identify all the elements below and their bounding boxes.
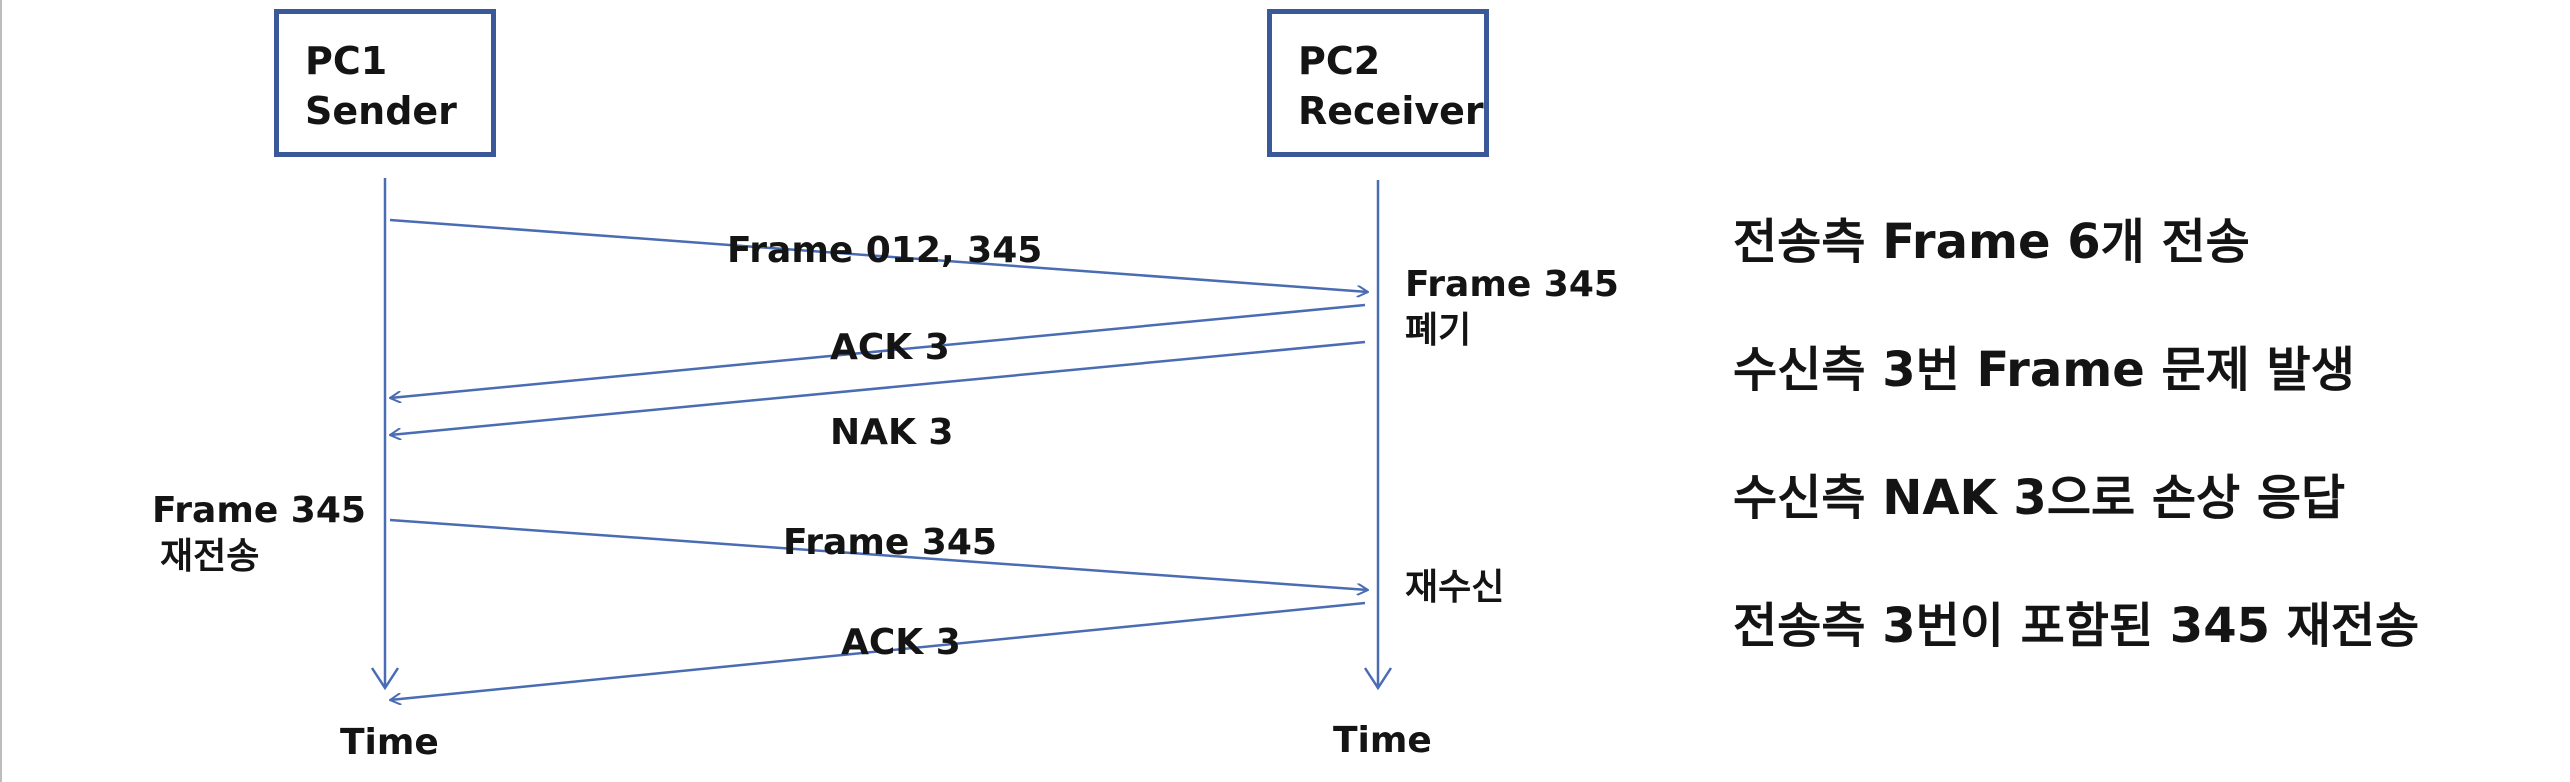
sender-resend-line2: 재전송 (160, 536, 260, 577)
pc2-role: Receiver (1298, 89, 1484, 133)
step-item: 전송측 3번이 포함된 345 재전송 (1733, 598, 2420, 654)
receiver-discard-note: Frame 345 폐기 (1405, 262, 1619, 354)
receiver-discard-line1: Frame 345 (1405, 264, 1619, 305)
message-arrow-ack-3 (390, 303, 1366, 398)
step-item: 수신측 3번 Frame 문제 발생 (1733, 342, 2355, 398)
step-list: 전송측 Frame 6개 전송 수신측 3번 Frame 문제 발생 수신측 N… (1733, 210, 2419, 722)
sender-resend-line1: Frame 345 (152, 490, 366, 531)
message-arrow-frame-345 (389, 518, 1368, 590)
step-item: 전송측 Frame 6개 전송 (1733, 214, 2250, 270)
step-item: 수신측 NAK 3으로 손상 응답 (1733, 470, 2346, 526)
pc1-timeline-arrow-icon (370, 667, 400, 691)
message-arrow-frame-012-345 (389, 218, 1368, 292)
receiver-discard-line2: 폐기 (1405, 310, 1472, 351)
message-arrow-nak-3 (390, 340, 1366, 435)
message-label-ack-3: ACK 3 (830, 327, 950, 368)
message-arrow-ack-3-final (390, 601, 1366, 700)
pc1-role: Sender (305, 89, 457, 133)
pc2-receiver-box: PC2 Receiver (1267, 9, 1489, 157)
sender-resend-note: Frame 345 재전송 (152, 488, 366, 580)
receiver-rereceive-note: 재수신 (1405, 567, 1505, 608)
message-label-ack-3-final: ACK 3 (841, 622, 961, 663)
pc2-timeline-arrow-icon (1363, 667, 1393, 691)
pc1-time-label: Time (340, 722, 439, 763)
left-border (0, 0, 2, 782)
pc1-name: PC1 (305, 39, 388, 83)
pc1-sender-box: PC1 Sender (274, 9, 496, 157)
message-label-frame-012-345: Frame 012, 345 (727, 230, 1043, 271)
pc2-time-label: Time (1333, 720, 1432, 761)
message-label-nak-3: NAK 3 (830, 412, 954, 453)
message-label-frame-345: Frame 345 (783, 522, 997, 563)
pc2-name: PC2 (1298, 39, 1381, 83)
